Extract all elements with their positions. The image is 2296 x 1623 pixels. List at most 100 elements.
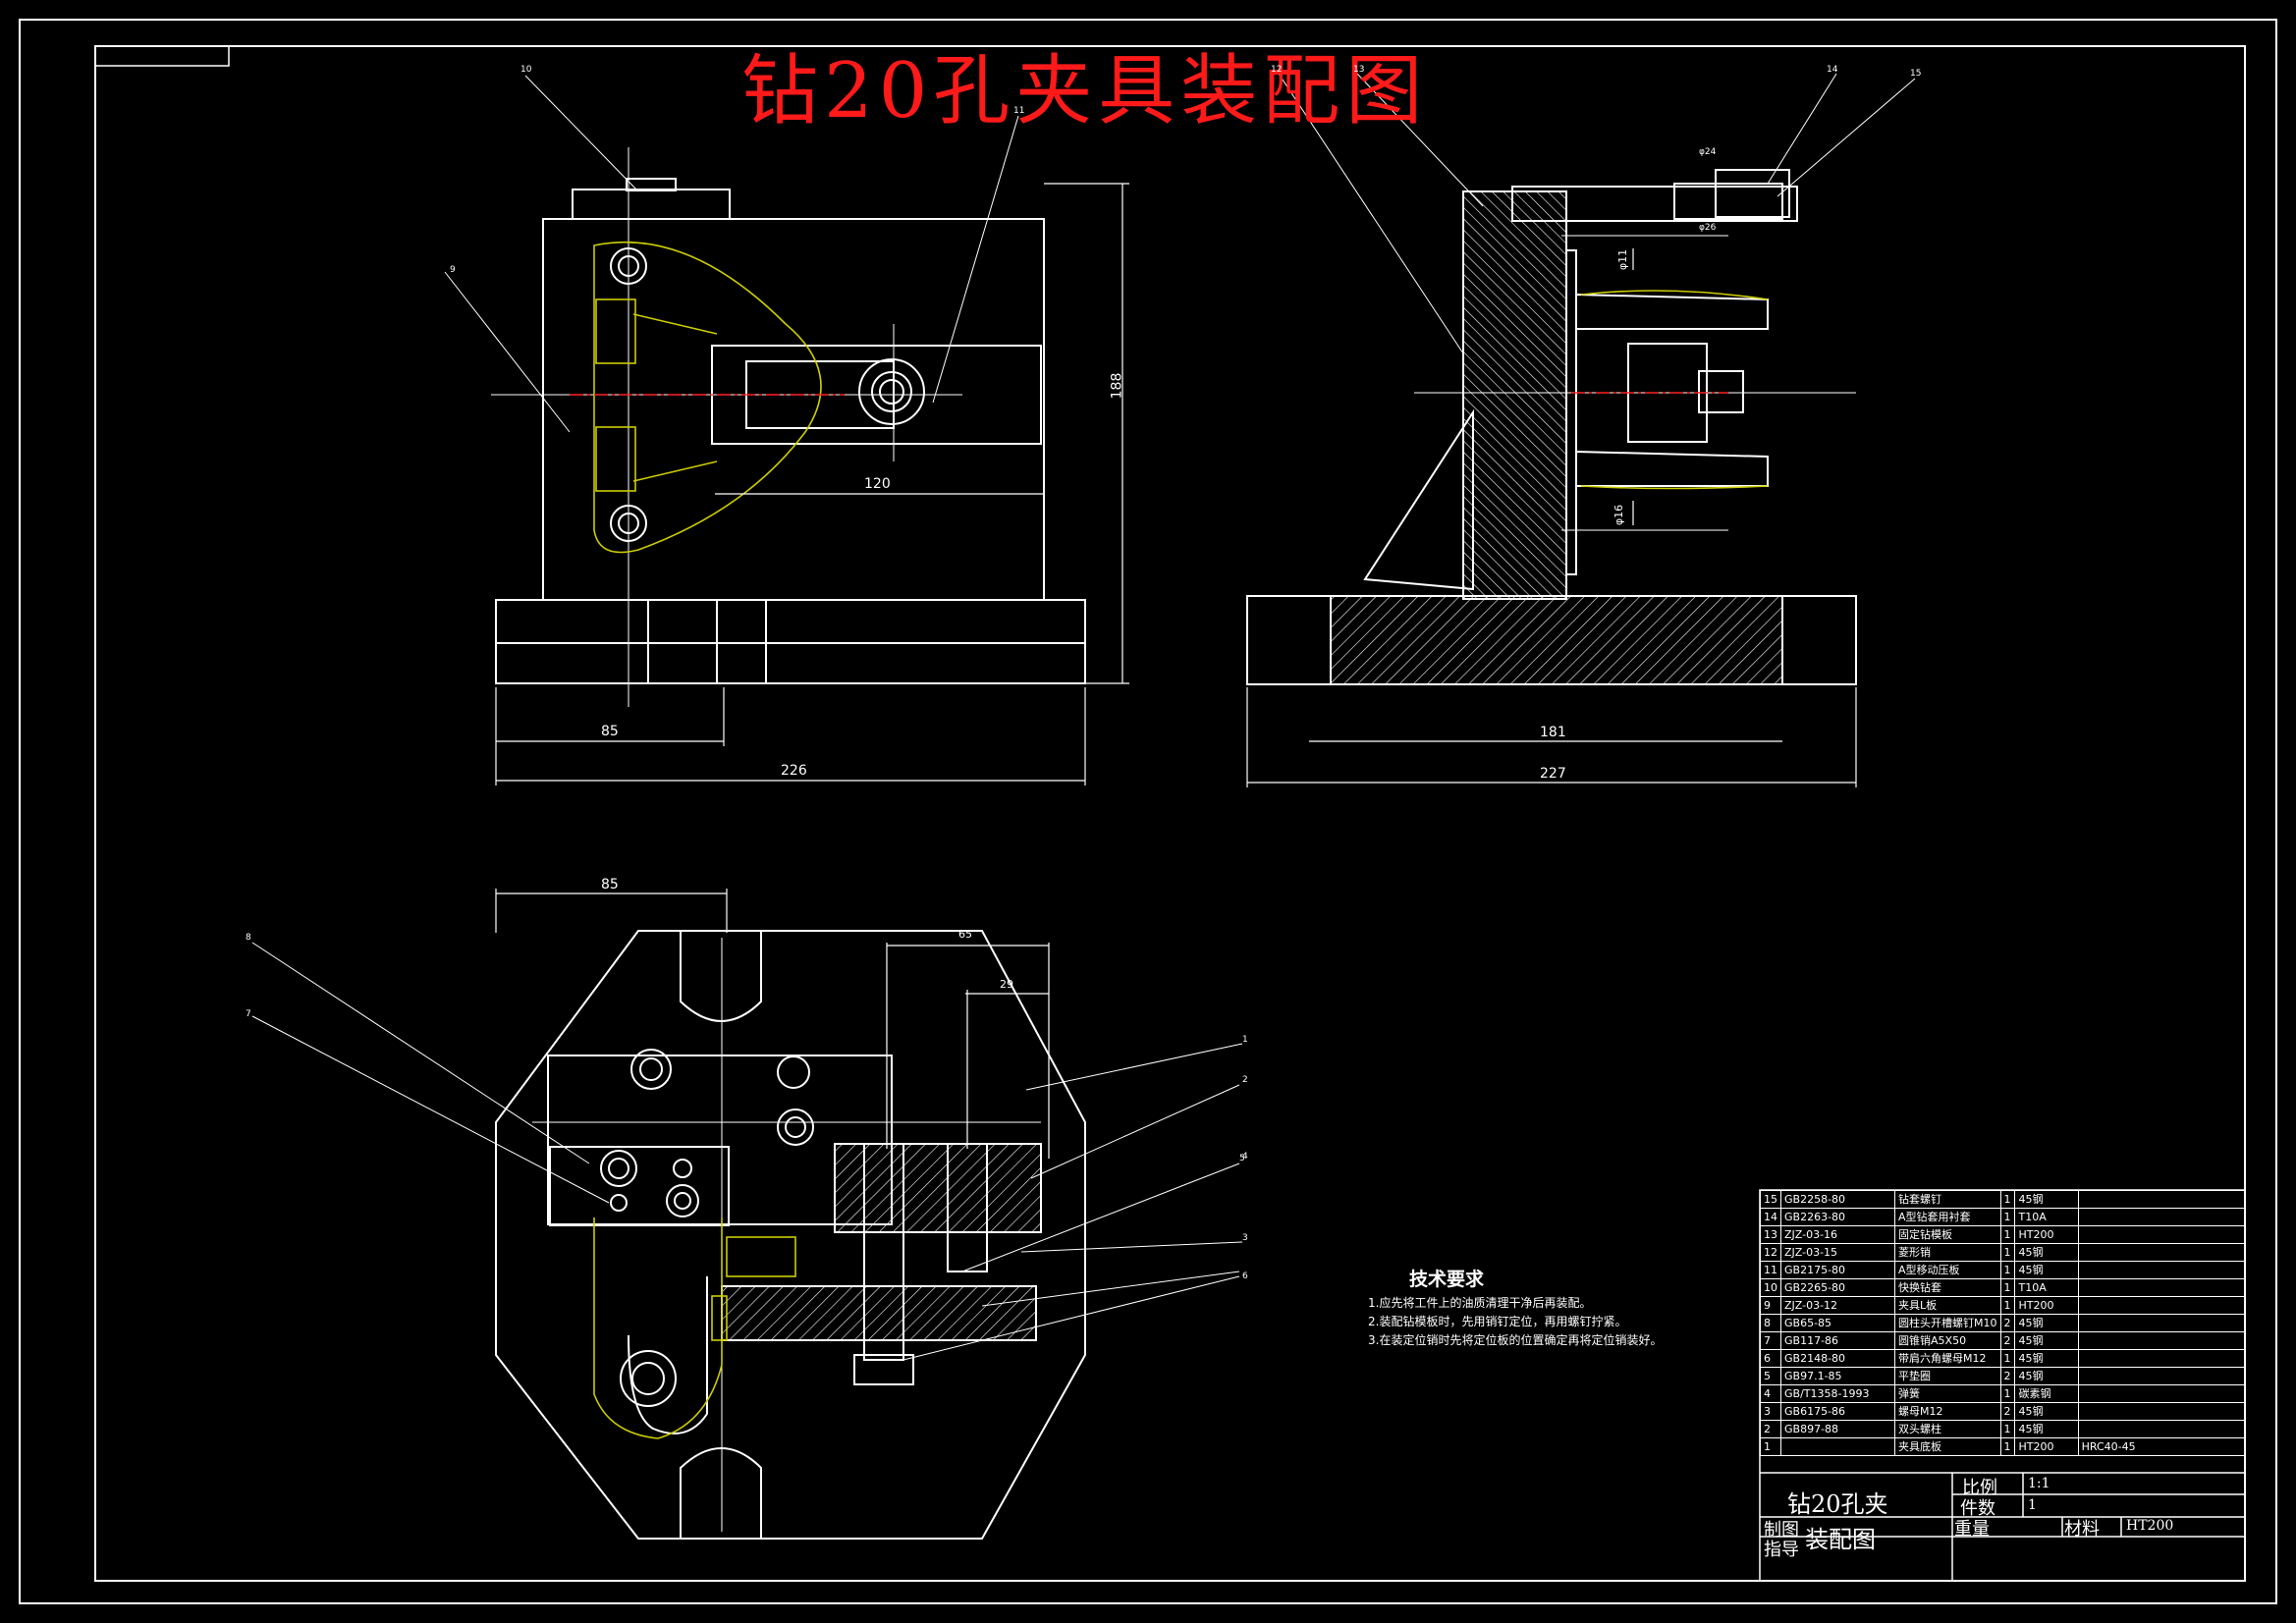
bom-cell [2077, 1331, 2246, 1350]
title-block-name-2: 装配图 [1805, 1526, 1876, 1553]
tech-requirements-heading: 技术要求 [1409, 1269, 1485, 1290]
tech-requirement-item: 3.在装定位销时先将定位板的位置确定再将定位销装好。 [1368, 1333, 1663, 1347]
qty-value: 1 [2028, 1497, 2037, 1513]
bom-cell: ZJZ-03-12 [1779, 1296, 1896, 1315]
front-dimension-lines [495, 183, 1129, 785]
top-view [495, 930, 1086, 1540]
dim-text: φ24 [1699, 147, 1717, 157]
corner-box [94, 45, 230, 67]
bom-cell [2077, 1225, 2246, 1244]
bom-cell: 45钢 [2014, 1349, 2079, 1368]
bom-cell: 45钢 [2014, 1402, 2079, 1421]
bom-cell: 14 [1760, 1208, 1781, 1226]
bom-cell: 45钢 [2014, 1261, 2079, 1279]
bom-cell: 1 [1760, 1437, 1781, 1456]
dim-text: 65 [958, 928, 972, 941]
tech-requirement-item: 2.装配钻模板时，先用销钉定位，再用螺钉拧紧。 [1368, 1315, 1627, 1328]
bom-cell: GB897-88 [1779, 1420, 1896, 1438]
balloon-label: 2 [1242, 1075, 1248, 1085]
bom-cell: 7 [1760, 1331, 1781, 1350]
ratio-value: 1:1 [2028, 1476, 2050, 1491]
bom-cell: 快换钻套 [1894, 1278, 2001, 1297]
qty-label: 件数 [1960, 1498, 1995, 1519]
bom-cell: 45钢 [2014, 1314, 2079, 1332]
bom-cell: 2 [1999, 1402, 2016, 1421]
bom-cell: 2 [1999, 1331, 2016, 1350]
bom-cell: HT200 [2014, 1296, 2079, 1315]
dim-text: 85 [601, 724, 619, 739]
bom-cell: 弹簧 [1894, 1384, 2001, 1403]
dim-text: φ11 [1616, 248, 1630, 271]
bom-cell: 9 [1760, 1296, 1781, 1315]
bom-cell: 固定钻模板 [1894, 1225, 2001, 1244]
bom-cell: 2 [1999, 1367, 2016, 1385]
bom-cell: ZJZ-03-15 [1779, 1243, 1896, 1262]
bom-cell: 夹具底板 [1894, 1437, 2001, 1456]
bom-cell: GB117-86 [1779, 1331, 1896, 1350]
bom-cell: 带肩六角螺母M12 [1894, 1349, 2001, 1368]
bom-cell: 8 [1760, 1314, 1781, 1332]
bom-cell: ZJZ-03-16 [1779, 1225, 1896, 1244]
dim-text: 188 [1109, 372, 1125, 400]
bom-cell: GB65-85 [1779, 1314, 1896, 1332]
top-dimension-lines [495, 889, 1050, 1159]
bom-cell: 螺母M12 [1894, 1402, 2001, 1421]
bom-cell: HT200 [2014, 1225, 2079, 1244]
front-view [491, 147, 1086, 707]
bom-cell: 1 [1999, 1384, 2016, 1403]
bom-cell [2077, 1296, 2246, 1315]
bom-cell: 3 [1760, 1402, 1781, 1421]
bom-cell: 45钢 [2014, 1243, 2079, 1262]
bom-cell: 1 [1999, 1349, 2016, 1368]
outer-border [19, 19, 2277, 1604]
bom-cell: 夹具L板 [1894, 1296, 2001, 1315]
bom-cell: 45钢 [2014, 1367, 2079, 1385]
bom-cell: 13 [1760, 1225, 1781, 1244]
dim-text: φ16 [1613, 504, 1626, 526]
bom-cell: 1 [1999, 1243, 2016, 1262]
inner-frame [94, 45, 2246, 1582]
bom-cell: 双头螺柱 [1894, 1420, 2001, 1438]
dim-text: 226 [781, 763, 807, 779]
title-block-name: 钻20孔夹 [1787, 1490, 1888, 1518]
bom-cell: HRC40-45 [2077, 1437, 2246, 1456]
balloon-label: 10 [520, 65, 532, 75]
bom-cell: 45钢 [2014, 1420, 2079, 1438]
bom-cell: 1 [1999, 1420, 2016, 1438]
bom-cell: 1 [1999, 1437, 2016, 1456]
side-dimension-lines [1246, 248, 1857, 787]
bom-cell: T10A [2014, 1208, 2079, 1226]
balloon-label: 7 [246, 1009, 251, 1019]
weight-label: 重量 [1954, 1519, 1990, 1540]
balloon-label: 5 [1239, 1154, 1245, 1163]
tech-requirement-item: 1.应先将工件上的油质清理干净后再装配。 [1368, 1296, 1592, 1310]
bom-cell: GB2258-80 [1779, 1190, 1896, 1209]
bom-cell [2077, 1420, 2246, 1438]
balloon-label: 11 [1013, 106, 1025, 116]
bom-cell [2077, 1243, 2246, 1262]
dim-text: 227 [1540, 766, 1566, 782]
bom-cell [2077, 1402, 2246, 1421]
bom-cell [2077, 1208, 2246, 1226]
bom-cell [2077, 1278, 2246, 1297]
top-workpiece [593, 1217, 796, 1439]
bom-cell: 圆柱头开槽螺钉M10 [1894, 1314, 2001, 1332]
balloon-label: 8 [246, 933, 251, 943]
bom-cell: 1 [1999, 1208, 2016, 1226]
bom-cell: GB2265-80 [1779, 1278, 1896, 1297]
bom-cell: 15 [1760, 1190, 1781, 1209]
side-view [1246, 169, 1857, 685]
